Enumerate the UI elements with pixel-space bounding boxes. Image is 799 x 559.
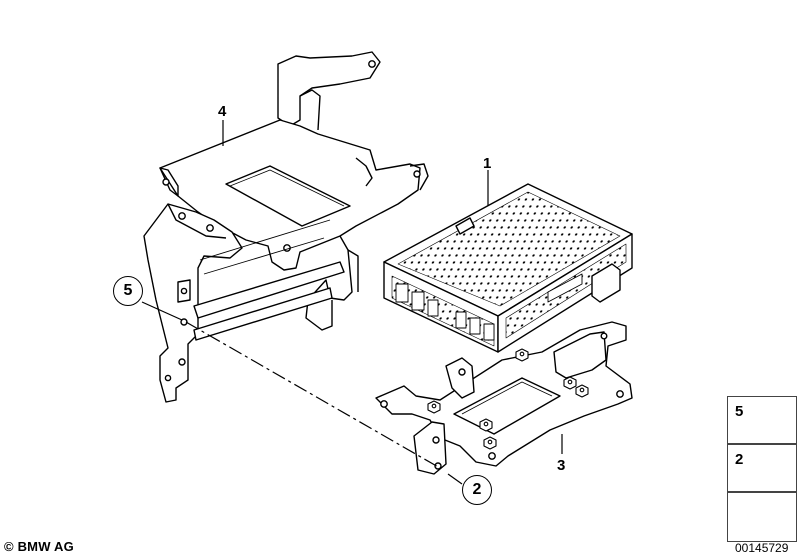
callout-part5: 5 [113,276,143,306]
legend-number: 2 [735,451,744,468]
callout-part4: 4 [218,103,227,120]
callout-part1: 1 [483,155,492,172]
leader-part2 [447,473,463,485]
drawing-number: 00145729 [735,541,789,555]
leader-part5 [141,301,183,321]
legend-item-arrow [727,492,797,542]
leader-lines [141,120,563,485]
assembly-axis-line [185,321,441,469]
bracket-lower [375,321,633,475]
copyright-text: © BMW AG [4,539,74,554]
control-unit-box [383,183,633,353]
callout-part3: 3 [557,457,566,474]
parts-legend: 5 2 [727,396,797,542]
bracket-upper [143,51,429,403]
legend-number: 5 [735,403,744,420]
legend-item-clip-nut: 5 [727,396,797,444]
callout-part2: 2 [462,475,492,505]
legend-item-bolt: 2 [727,444,797,492]
